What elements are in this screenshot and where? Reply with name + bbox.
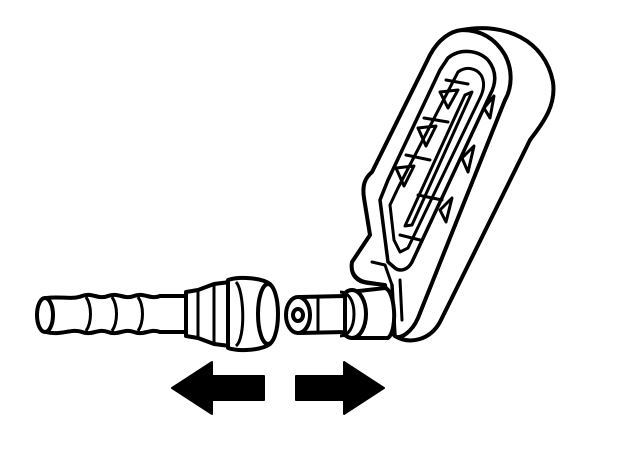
quick-connect-fitting xyxy=(284,286,397,340)
arrow-left xyxy=(171,361,265,415)
arrow-right xyxy=(295,361,385,415)
bracket-pipe xyxy=(349,26,556,343)
hose-assembly xyxy=(35,275,280,353)
